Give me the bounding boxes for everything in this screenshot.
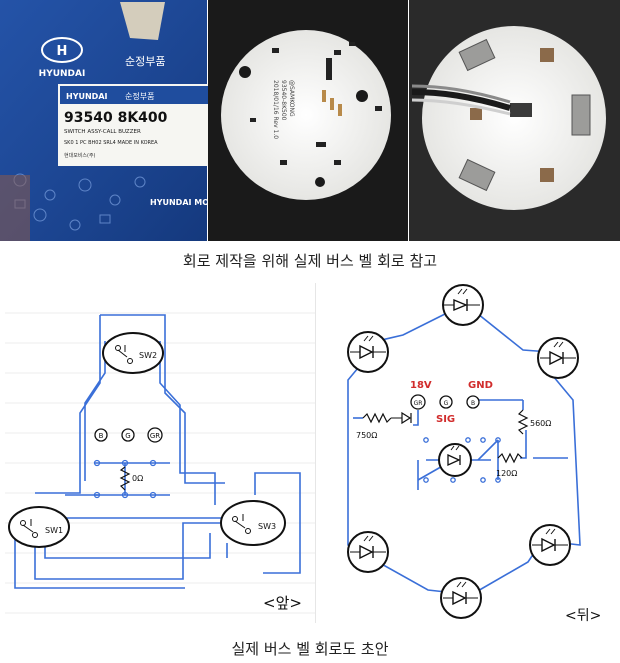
reference-photos: H HYUNDAI 순정부품 HYUNDAI 순정부품 93540 8K400 … — [0, 0, 620, 241]
led-upper-left — [347, 331, 389, 373]
switch-sw3: SW3 — [220, 500, 286, 546]
back-pad-b: B — [471, 400, 475, 407]
gnd-label: GND — [468, 380, 493, 391]
led-upper-right — [537, 337, 579, 379]
back-sketch-panel: 18V GND SIG GR G B 750Ω 560Ω 120Ω — [318, 280, 618, 625]
caption-bottom: 실제 버스 벨 회로도 초안 — [231, 640, 389, 658]
part-box-photo: H HYUNDAI 순정부품 HYUNDAI 순정부품 93540 8K400 … — [0, 0, 224, 241]
switch-sw1: SW1 — [8, 506, 70, 548]
front-sketch-panel: SW2 B G GR 0Ω SW1 — [5, 283, 316, 623]
switch-sw2: SW2 — [102, 332, 164, 374]
mobis-logo: HYUNDAI MOBIS — [150, 198, 224, 207]
r120-label: 120Ω — [496, 469, 517, 478]
back-pad-gr: GR — [414, 400, 423, 407]
pcb-silk-2: 2018/01/16 Rev 1.0 — [272, 80, 279, 139]
pcb-front-photo: 93540-8K500 2018/01/16 Rev 1.0 @SAMKONG — [208, 0, 408, 241]
front-dots — [93, 459, 157, 499]
caption-top: 회로 제작을 위해 실제 버스 벨 회로 참고 — [182, 252, 438, 270]
part-desc: SWITCH ASSY-CALL BUZZER — [64, 129, 141, 135]
power-label: 18V — [410, 380, 432, 391]
box-brand-korean: 순정부품 — [125, 55, 165, 68]
photo-strip: H HYUNDAI 순정부품 HYUNDAI 순정부품 93540 8K400 … — [0, 0, 620, 241]
pad-gr-label: GR — [150, 432, 160, 440]
resistor-560: 560Ω — [517, 409, 551, 435]
svg-text:H: H — [57, 44, 68, 59]
label-line: SK0 1 PC BH02 SRL4 MADE IN KOREA — [64, 140, 158, 146]
led-lower-right — [529, 524, 571, 566]
back-pads: GR G B — [410, 394, 480, 410]
sw3-label: SW3 — [258, 522, 276, 531]
back-view-label: <뒤> — [565, 608, 601, 624]
pcb-back-photo — [409, 0, 620, 241]
back-dots — [423, 437, 501, 483]
pcb-silk-3: @SAMKONG — [288, 80, 295, 117]
led-top — [442, 284, 484, 326]
sw2-label: SW2 — [139, 351, 157, 360]
led-lower-left — [347, 531, 389, 573]
led-bottom — [440, 577, 482, 619]
pcb-silk-1: 93540-8K500 — [280, 80, 287, 121]
sig-label: SIG — [436, 414, 455, 425]
r750-label: 750Ω — [356, 431, 377, 440]
sw1-label: SW1 — [45, 526, 63, 535]
led-center — [438, 443, 472, 477]
front-resistor: 0Ω — [119, 466, 143, 491]
company-small: 현대모비스(주) — [64, 152, 96, 159]
back-pad-g: G — [444, 400, 449, 407]
resistor-120: 120Ω — [496, 452, 523, 478]
pad-g-label: G — [125, 432, 130, 440]
box-brand: HYUNDAI — [39, 69, 86, 79]
label-brand: HYUNDAI — [66, 92, 108, 101]
resistor-750: 750Ω — [356, 411, 412, 440]
front-wires — [14, 314, 301, 589]
back-schematic: 18V GND SIG GR G B 750Ω 560Ω 120Ω — [347, 284, 601, 624]
hyundai-logo-icon — [41, 37, 83, 63]
front-resistor-label: 0Ω — [132, 474, 143, 483]
front-schematic: SW2 B G GR 0Ω SW1 — [5, 312, 315, 614]
front-pads: B G GR — [94, 427, 163, 443]
label-brand-korean: 순정부품 — [125, 91, 154, 101]
pad-b-label: B — [99, 432, 104, 440]
front-view-label: <앞> — [263, 594, 302, 612]
r560-label: 560Ω — [530, 419, 551, 428]
part-number: 93540 8K400 — [64, 110, 168, 126]
